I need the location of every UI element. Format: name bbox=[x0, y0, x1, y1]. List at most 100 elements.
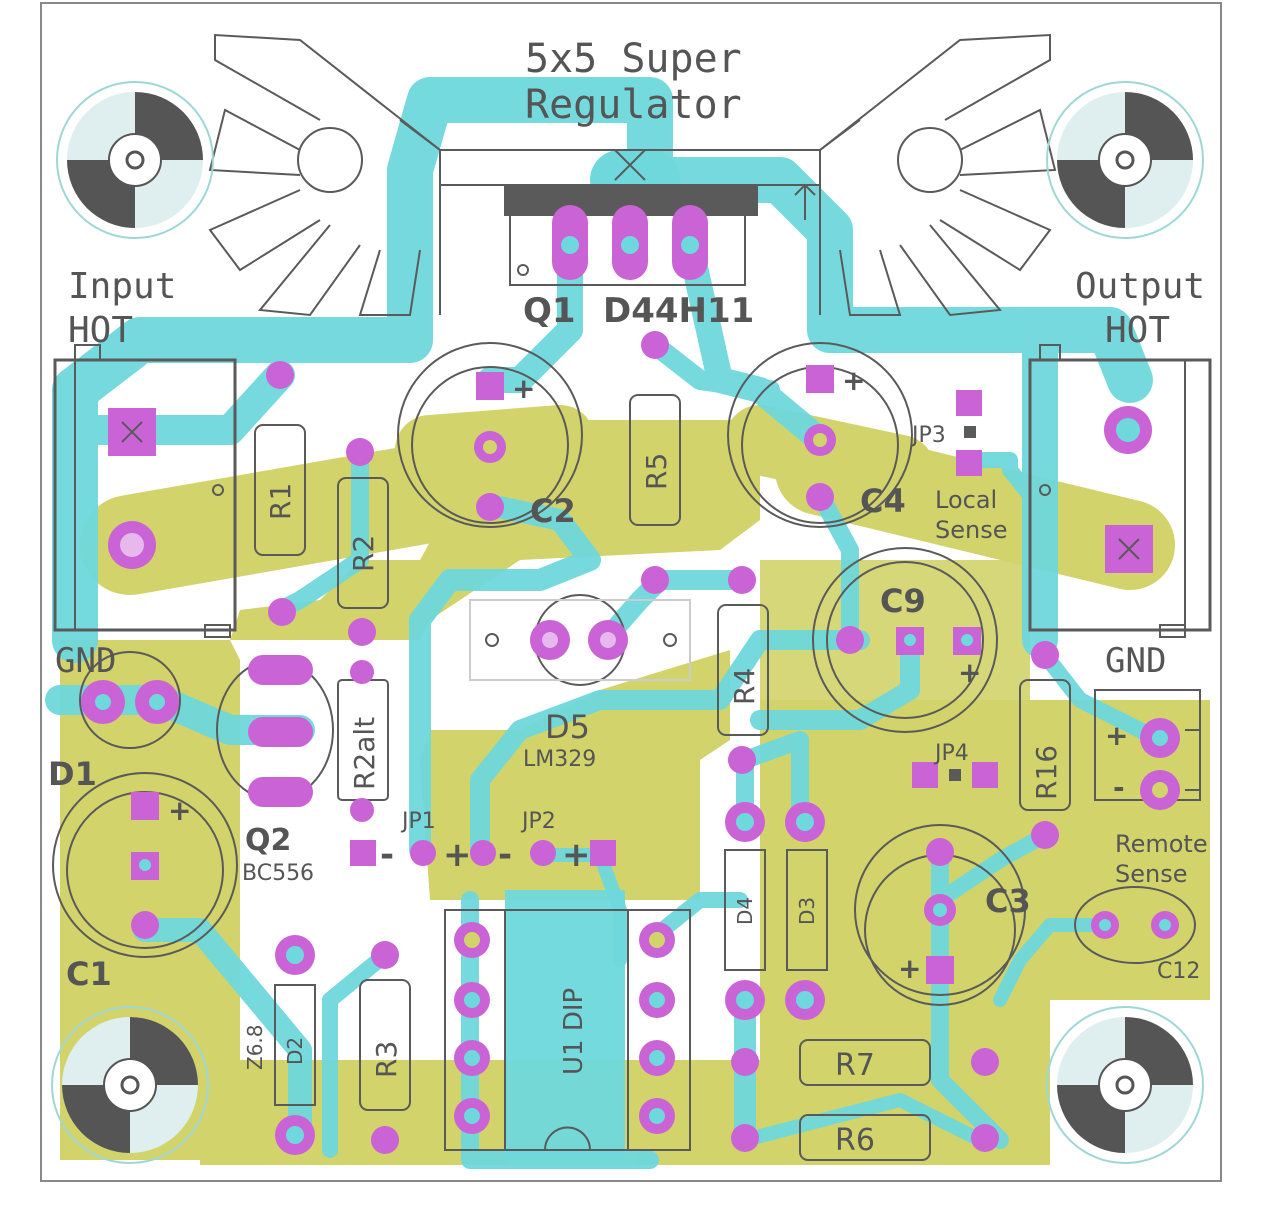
pad-drills bbox=[95, 236, 1171, 1144]
c12-outline bbox=[1074, 886, 1196, 964]
mount-hole-br bbox=[1057, 1017, 1193, 1153]
top-trace-r5 bbox=[645, 335, 780, 400]
remote-minus: - bbox=[1113, 771, 1125, 804]
r5-label: R5 bbox=[640, 453, 673, 490]
local-sense-line1: Local bbox=[935, 486, 997, 514]
jp3-label: JP3 bbox=[910, 423, 946, 448]
pad-r7-b bbox=[971, 1048, 999, 1076]
top-trace-d4-d3 bbox=[736, 731, 809, 829]
heatsink-fins-right bbox=[819, 33, 1057, 317]
c1-label: C1 bbox=[66, 955, 112, 993]
jp4-mid bbox=[949, 769, 961, 781]
pad-c1-minus bbox=[131, 911, 159, 939]
pad-q2-2 bbox=[248, 717, 313, 747]
top-trace-c4-minus bbox=[811, 486, 859, 649]
c2-outline-inner bbox=[411, 366, 569, 524]
q1-ref: Q1 bbox=[523, 291, 576, 331]
r7-label: R7 bbox=[835, 1048, 875, 1083]
r3-body bbox=[359, 979, 411, 1111]
q1-arrow bbox=[794, 183, 816, 220]
output-label-line1: Output bbox=[1075, 266, 1205, 307]
d2-label: D2 bbox=[283, 1037, 307, 1065]
u1-label: U1 DIP bbox=[559, 988, 589, 1075]
board-title-line1: 5x5 Super bbox=[525, 36, 742, 82]
input-connector-hole bbox=[212, 484, 224, 496]
input-label-line2: HOT bbox=[68, 310, 133, 351]
jp2-label: JP2 bbox=[520, 809, 556, 834]
pad-r4-b bbox=[728, 746, 756, 774]
top-trace-r16 bbox=[1037, 647, 1168, 748]
d4-body bbox=[724, 849, 766, 971]
bottom-copper-traces bbox=[80, 405, 1200, 955]
pad-jp2-a bbox=[530, 840, 556, 866]
q2-ref: Q2 bbox=[245, 823, 291, 858]
top-trace-d1 bbox=[133, 918, 312, 1142]
c1-outline bbox=[52, 772, 238, 958]
pad-q2-1 bbox=[248, 655, 313, 685]
pad-r6-a bbox=[731, 1124, 759, 1152]
bottom-trace-output bbox=[775, 425, 1175, 590]
pad-r7-a bbox=[731, 1048, 759, 1076]
pad-r1-b bbox=[268, 598, 296, 626]
c12-label: C12 bbox=[1157, 959, 1200, 984]
board-title-line2: Regulator bbox=[525, 82, 742, 128]
r4-label: R4 bbox=[728, 668, 761, 705]
pad-c4-minus bbox=[806, 483, 834, 511]
d2-body bbox=[274, 984, 316, 1106]
top-trace-r6 bbox=[738, 1093, 987, 1147]
mount-hole-tl bbox=[67, 92, 203, 228]
d3-label: D3 bbox=[795, 897, 819, 925]
mount-hole-br-ring bbox=[1046, 1006, 1204, 1164]
pad-c4-plus bbox=[806, 365, 834, 393]
heatsink-mount-right bbox=[897, 127, 963, 193]
output-connector-tab-b bbox=[1159, 624, 1186, 638]
c9-outline bbox=[812, 547, 998, 733]
top-trace-r3 bbox=[322, 947, 393, 1158]
r1-body bbox=[254, 424, 306, 556]
c9-outline-inner bbox=[826, 561, 984, 719]
mount-hole-tr-ring bbox=[1046, 81, 1204, 239]
pad-r2alt-b bbox=[350, 798, 374, 822]
d3-body bbox=[786, 849, 828, 971]
pad-c2-plus bbox=[476, 372, 504, 400]
pad-jp4-a bbox=[912, 762, 938, 788]
pad-r3-b bbox=[371, 1126, 399, 1154]
mount-hole-bl-ring bbox=[51, 1006, 209, 1164]
d5-part: LM329 bbox=[523, 747, 596, 772]
d1-label: D1 bbox=[48, 755, 97, 793]
pad-c9-minus bbox=[836, 626, 864, 654]
silkscreen-text: 5x5 Super Regulator Input HOT GND Output… bbox=[48, 36, 1208, 1158]
q1-pin1-dot bbox=[517, 264, 529, 276]
heatsink-mount-left bbox=[297, 127, 363, 193]
d5-mount-hole-a bbox=[485, 633, 499, 647]
q1-outline bbox=[509, 215, 746, 286]
bottom-trace-input-hot bbox=[80, 420, 610, 595]
r2-label: R2 bbox=[347, 535, 380, 572]
top-pour-u1 bbox=[505, 890, 625, 1160]
pad-r2-a bbox=[346, 438, 374, 466]
q2-part: BC556 bbox=[242, 861, 314, 886]
pad-r6-b bbox=[971, 1124, 999, 1152]
pad-jp2-b bbox=[590, 840, 616, 866]
output-gnd-label: GND bbox=[1105, 641, 1166, 681]
input-connector-tab-b bbox=[204, 624, 231, 638]
mounting-holes bbox=[62, 92, 1193, 1153]
top-trace-q1-base bbox=[477, 232, 583, 393]
pad-jp3-b bbox=[956, 450, 982, 476]
input-label-line1: Input bbox=[68, 266, 176, 307]
jp1-label: JP1 bbox=[400, 809, 436, 834]
pad-r4-a bbox=[728, 566, 756, 594]
top-trace-input-hot bbox=[52, 77, 673, 663]
mount-hole-tr bbox=[1057, 92, 1193, 228]
r7-body bbox=[799, 1039, 931, 1086]
output-connector-hole bbox=[1039, 484, 1051, 496]
pad-r1-a bbox=[266, 361, 294, 389]
c3-plus: + bbox=[898, 952, 921, 985]
r6-label: R6 bbox=[835, 1123, 875, 1158]
r2-body bbox=[337, 477, 389, 609]
r16-body bbox=[1019, 679, 1071, 811]
pad-r5-b bbox=[641, 566, 669, 594]
c2-outline bbox=[397, 342, 583, 528]
r16-label: R16 bbox=[1030, 745, 1063, 800]
r5-body bbox=[629, 394, 681, 526]
